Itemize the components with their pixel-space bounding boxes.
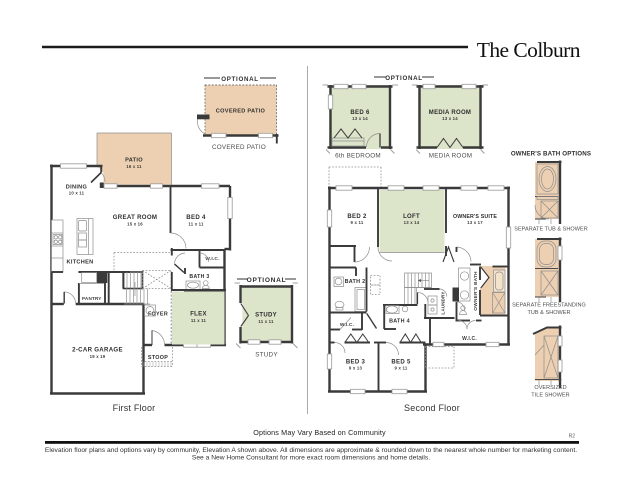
svg-text:First Floor: First Floor [113,403,156,413]
svg-text:DINING: DINING [66,185,87,191]
svg-text:PANTRY: PANTRY [82,296,102,301]
svg-text:SEPARATE TUB & SHOWER: SEPARATE TUB & SHOWER [514,227,587,233]
svg-text:13 x 17: 13 x 17 [467,220,483,225]
svg-text:COVERED PATIO: COVERED PATIO [212,144,266,151]
svg-text:BED 2: BED 2 [347,214,367,220]
svg-text:19 x 19: 19 x 19 [90,354,106,359]
svg-text:11 x 11: 11 x 11 [188,222,204,227]
svg-text:13 x 14: 13 x 14 [442,116,458,121]
svg-text:TILE SHOWER: TILE SHOWER [531,393,569,399]
svg-text:OWNER'S BATH: OWNER'S BATH [473,271,479,311]
svg-text:BED 5: BED 5 [391,360,411,366]
svg-text:MEDIA ROOM: MEDIA ROOM [429,153,472,160]
svg-text:STUDY: STUDY [255,313,277,319]
svg-text:R2: R2 [569,434,576,440]
svg-text:BATH 2: BATH 2 [345,279,366,285]
svg-text:9 x 11: 9 x 11 [395,366,408,371]
svg-text:STUDY: STUDY [255,352,278,359]
svg-text:6th BEDROOM: 6th BEDROOM [335,153,381,160]
svg-text:OPTIONAL: OPTIONAL [221,76,259,83]
svg-text:W.I.C.: W.I.C. [340,322,354,328]
svg-text:2-CAR GARAGE: 2-CAR GARAGE [72,347,123,354]
svg-text:11 x 11: 11 x 11 [191,318,207,323]
svg-text:GREAT ROOM: GREAT ROOM [113,214,158,221]
svg-text:OPTIONAL: OPTIONAL [385,75,423,82]
svg-text:BATH 4: BATH 4 [389,319,410,325]
svg-text:STOOP: STOOP [148,355,168,361]
svg-text:OVERSIZED: OVERSIZED [534,385,566,391]
svg-text:See a New Home Consultant for: See a New Home Consultant for more exact… [192,455,430,462]
svg-text:BED 6: BED 6 [350,110,370,116]
svg-text:13 x 14: 13 x 14 [404,220,420,225]
svg-text:OWNER'S BATH OPTIONS: OWNER'S BATH OPTIONS [511,151,591,158]
svg-text:Elevation floor plans and opti: Elevation floor plans and options vary b… [45,447,577,454]
svg-text:BED 4: BED 4 [186,214,206,221]
svg-text:The Colburn: The Colburn [477,38,581,62]
svg-text:SEPARATE FREESTANDING: SEPARATE FREESTANDING [512,303,586,309]
svg-text:9 x 11: 9 x 11 [351,220,364,225]
svg-text:FLEX: FLEX [190,312,207,318]
svg-text:PATIO: PATIO [125,158,143,164]
svg-text:BATH 3: BATH 3 [189,274,209,280]
svg-text:Options May Vary Based on Comm: Options May Vary Based on Community [253,428,386,437]
svg-text:11 x 11: 11 x 11 [258,319,274,324]
svg-text:W.I.C.: W.I.C. [462,336,477,342]
svg-text:TUB & SHOWER: TUB & SHOWER [527,310,570,316]
svg-text:COVERED PATIO: COVERED PATIO [216,109,266,115]
svg-text:KITCHEN: KITCHEN [67,260,94,266]
svg-text:15 x 16: 15 x 16 [127,222,143,227]
svg-text:LAUNDRY: LAUNDRY [440,291,445,314]
svg-text:OWNER'S SUITE: OWNER'S SUITE [453,214,497,220]
svg-text:FOYER: FOYER [148,312,168,318]
svg-text:BED 3: BED 3 [346,360,366,366]
svg-text:LOFT: LOFT [403,214,420,220]
svg-text:W.I.C.: W.I.C. [205,256,219,262]
svg-text:OPTIONAL: OPTIONAL [247,277,287,284]
svg-text:9 x 13: 9 x 13 [349,366,363,371]
svg-text:MEDIA ROOM: MEDIA ROOM [429,110,471,116]
svg-text:Second Floor: Second Floor [404,403,460,413]
svg-text:10 x 11: 10 x 11 [69,191,85,196]
svg-text:13 x 14: 13 x 14 [352,116,368,121]
svg-text:16 x 11: 16 x 11 [126,164,142,169]
